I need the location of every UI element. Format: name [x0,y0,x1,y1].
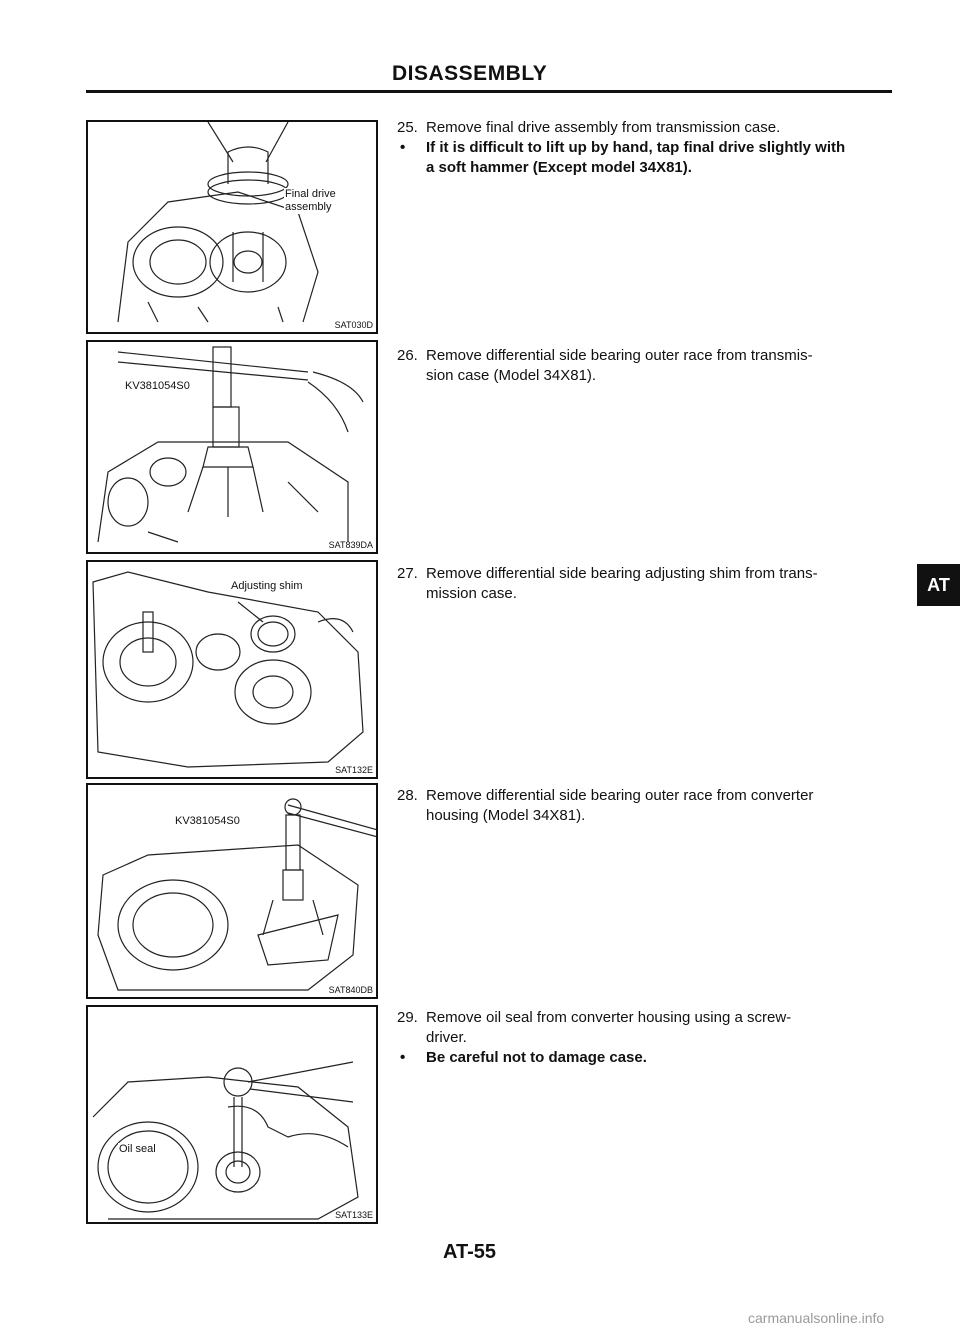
figure-adjusting-shim: Adjusting shim SAT132E [86,560,378,779]
bearing-puller-illustration [97,346,364,543]
step-25: 25. Remove final drive assembly from tran… [397,118,897,178]
step-27: 27. Remove differential side bearing adju… [397,564,897,604]
figure-bearing-puller: KV381054S0 SAT839DA [86,340,378,554]
step-bullet: • Be careful not to damage case. [397,1048,897,1068]
page-title: DISASSEMBLY [392,62,548,85]
step-number: 26. [397,347,418,364]
figure-label: Final drive assembly [284,188,337,214]
step-number: 28. [397,787,418,804]
figure-oil-seal: Oil seal SAT133E [86,1005,378,1224]
step-text: Remove differential side bearing outer r… [426,787,814,804]
step-text: sion case (Model 34X81). [426,367,597,384]
figure-final-drive: Final drive assembly SAT030D [86,120,378,334]
figure-converter-housing-puller: KV381054S0 SAT840DB [86,783,378,999]
bullet-text: a soft hammer (Except model 34X81). [426,159,692,176]
bullet-dot: • [400,1049,406,1066]
step-number: 27. [397,565,418,582]
step-26: 26. Remove differential side bearing oute… [397,346,897,386]
oil-seal-illustration [92,1061,359,1220]
step-28: 28. Remove differential side bearing oute… [397,786,897,826]
figure-code: SAT839DA [328,540,373,550]
title-rule [86,90,892,93]
figure-label: KV381054S0 [174,815,241,827]
figure-code: SAT133E [335,1210,373,1220]
figure-code: SAT030D [334,320,373,330]
figure-label: Oil seal [118,1143,157,1155]
section-tab[interactable]: AT [917,564,960,606]
converter-housing-illustration [97,798,376,991]
step-text: Remove oil seal from converter housing u… [426,1009,792,1026]
page-number: AT-55 [443,1241,496,1263]
watermark: carmanualsonline.info [748,1310,885,1326]
figure-label: KV381054S0 [124,380,191,392]
step-text: Remove differential side bearing adjusti… [426,565,818,582]
step-text: mission case. [426,585,517,602]
step-text: housing (Model 34X81). [426,807,586,824]
figure-label: Adjusting shim [230,580,304,592]
step-text: driver. [426,1029,467,1046]
bullet-text: If it is difficult to lift up by hand, t… [426,139,846,156]
step-text: Remove final drive assembly from transmi… [426,119,781,136]
bullet-dot: • [400,139,406,156]
step-number: 25. [397,119,418,136]
final-drive-illustration [117,122,319,323]
bullet-text: Be careful not to damage case. [426,1049,647,1066]
adjusting-shim-illustration [92,571,364,768]
step-text: Remove differential side bearing outer r… [426,347,813,364]
figure-code: SAT840DB [328,985,373,995]
figure-code: SAT132E [335,765,373,775]
step-29: 29. Remove oil seal from converter housin… [397,1008,897,1068]
step-number: 29. [397,1009,418,1026]
step-bullet: • If it is difficult to lift up by hand,… [397,138,897,178]
